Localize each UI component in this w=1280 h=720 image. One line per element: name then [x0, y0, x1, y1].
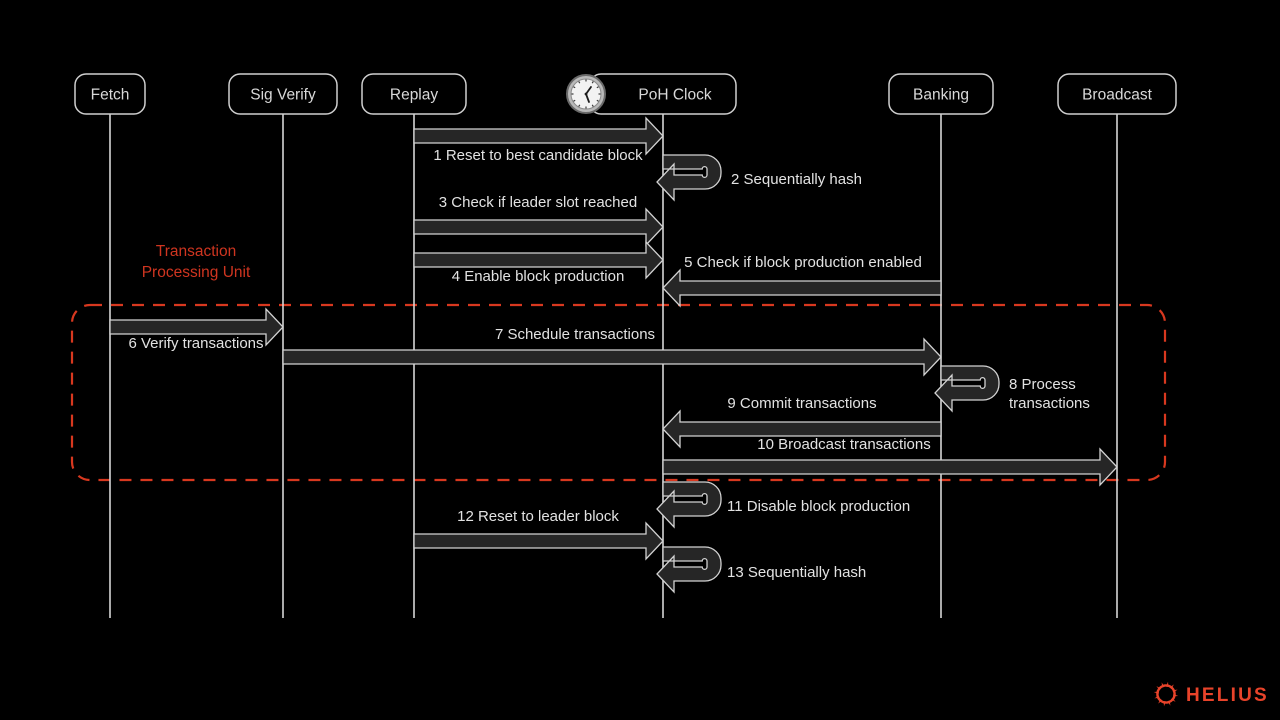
- message-label-7: 7 Schedule transactions: [495, 326, 655, 343]
- logo-ring: [1156, 684, 1176, 704]
- message-5: 5 Check if block production enabled: [662, 254, 942, 308]
- message-3: 3 Check if leader slot reached: [413, 194, 664, 247]
- message-arrow-7: [282, 337, 942, 377]
- message-arrow-1: [413, 116, 664, 156]
- participant-sigverify[interactable]: Sig Verify: [228, 73, 338, 115]
- group-label-line1: Transaction: [156, 243, 236, 260]
- message-arrow-12: [413, 521, 664, 561]
- message-arrow-5: [662, 268, 942, 308]
- participant-broadcast[interactable]: Broadcast: [1057, 73, 1177, 115]
- group-label-line2: Processing Unit: [142, 264, 251, 281]
- participant-label-pohclock: PoH Clock: [638, 87, 711, 104]
- message-7: 7 Schedule transactions: [282, 326, 942, 377]
- message-10: 10 Broadcast transactions: [662, 436, 1118, 487]
- message-label-11: 11 Disable block production: [727, 498, 910, 515]
- self-message-arrow-2: [656, 154, 722, 202]
- message-label-10: 10 Broadcast transactions: [757, 436, 930, 453]
- message-label-12: 12 Reset to leader block: [457, 508, 619, 525]
- group-transaction-processing-unit: Transaction Processing Unit: [70, 243, 1167, 482]
- message-11: 11 Disable block production: [656, 481, 910, 529]
- message-label-8: transactions: [1009, 395, 1090, 412]
- message-arrow-10: [662, 447, 1118, 487]
- message-label-6: 6 Verify transactions: [128, 335, 263, 352]
- self-message-arrow-13: [656, 546, 722, 594]
- participant-replay[interactable]: Replay: [361, 73, 467, 115]
- message-label-13: 13 Sequentially hash: [727, 564, 866, 581]
- message-arrow-4: [413, 240, 664, 280]
- participant-box-sigverify[interactable]: [228, 73, 338, 115]
- message-13: 13 Sequentially hash: [656, 546, 866, 594]
- participant-label-banking: Banking: [913, 87, 969, 104]
- messages-layer: 1 Reset to best candidate block 2 Sequent…: [109, 116, 1118, 594]
- message-label-9: 9 Commit transactions: [727, 395, 876, 412]
- participant-banking[interactable]: Banking: [888, 73, 994, 115]
- message-arrow-3: [413, 207, 664, 247]
- message-label-2: 2 Sequentially hash: [731, 171, 862, 188]
- participant-box-broadcast[interactable]: [1057, 73, 1177, 115]
- self-message-arrow-11: [656, 481, 722, 529]
- helius-wordmark: HELIUS: [1186, 685, 1269, 706]
- participant-box-banking[interactable]: [888, 73, 994, 115]
- helius-sunburst-icon: [1153, 681, 1179, 707]
- clock-icon: [566, 74, 606, 114]
- participant-label-replay: Replay: [390, 87, 438, 104]
- message-9: 9 Commit transactions: [662, 395, 942, 449]
- message-label-5: 5 Check if block production enabled: [684, 254, 922, 271]
- group-boundary-rect: [70, 303, 1167, 482]
- message-4: 4 Enable block production: [413, 240, 664, 285]
- message-12: 12 Reset to leader block: [413, 508, 664, 561]
- participant-fetch[interactable]: Fetch: [74, 73, 146, 115]
- message-label-8: 8 Process: [1009, 376, 1076, 393]
- participant-box-fetch[interactable]: [74, 73, 146, 115]
- participant-label-sigverify: Sig Verify: [250, 87, 316, 104]
- message-2: 2 Sequentially hash: [656, 154, 862, 202]
- message-label-1: 1 Reset to best candidate block: [433, 147, 643, 164]
- message-1: 1 Reset to best candidate block: [413, 116, 664, 164]
- helius-logo: HELIUS: [1153, 681, 1269, 707]
- message-arrow-9: [662, 409, 942, 449]
- message-arrow-6: [109, 307, 284, 347]
- participant-label-broadcast: Broadcast: [1082, 87, 1152, 104]
- participant-pohclock[interactable]: PoH Clock: [566, 73, 737, 115]
- message-label-4: 4 Enable block production: [452, 268, 625, 285]
- participant-label-fetch: Fetch: [91, 87, 130, 104]
- message-6: 6 Verify transactions: [109, 307, 284, 352]
- message-8: 8 Process transactions: [934, 365, 1090, 413]
- self-message-arrow-8: [934, 365, 1000, 413]
- participant-box-replay[interactable]: [361, 73, 467, 115]
- participants-layer: Fetch Sig Verify Replay PoH Clock Banking Bro…: [74, 73, 1177, 115]
- message-label-3: 3 Check if leader slot reached: [439, 194, 637, 211]
